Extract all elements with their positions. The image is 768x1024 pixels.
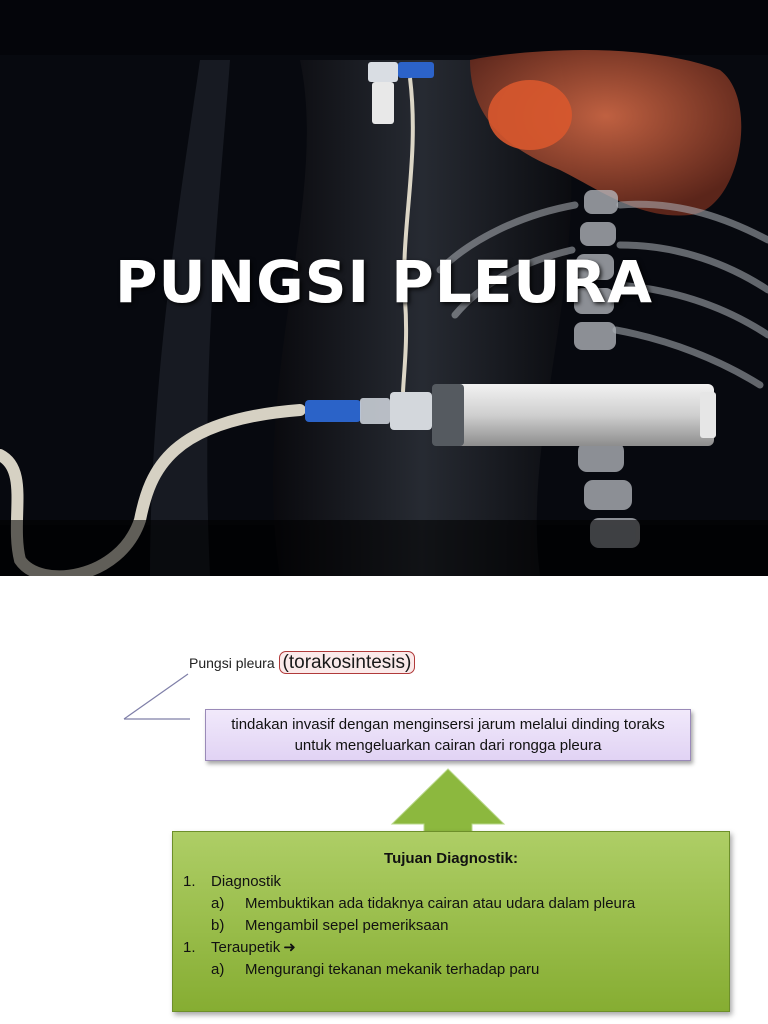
purpose-box: Tujuan Diagnostik: 1. Diagnostik a) Memb… bbox=[172, 831, 730, 1012]
sub-item-text: Membuktikan ada tidaknya cairan atau uda… bbox=[245, 895, 636, 912]
definition-box: tindakan invasif dengan menginsersi jaru… bbox=[205, 709, 691, 761]
item-number: 1. bbox=[183, 873, 196, 890]
item-label: Teraupetik bbox=[211, 939, 281, 956]
list-item: 1. Teraupetik➜ bbox=[183, 937, 719, 959]
item-number: 1. bbox=[183, 939, 196, 956]
definition-text: tindakan invasif dengan menginsersi jaru… bbox=[231, 716, 665, 754]
heading-synonym: (torakosintesis) bbox=[278, 651, 416, 674]
slide-title: PUNGSI PLEURA bbox=[114, 248, 654, 316]
medical-illustration bbox=[0, 50, 768, 576]
sub-item-letter: b) bbox=[211, 917, 225, 934]
right-arrow-icon: ➜ bbox=[283, 939, 296, 956]
list-item: 1. Diagnostik bbox=[183, 871, 719, 893]
purpose-title: Tujuan Diagnostik: bbox=[384, 850, 518, 867]
sub-list-item: a) Mengurangi tekanan mekanik terhadap p… bbox=[183, 959, 719, 981]
sub-item-text: Mengambil sepel pemeriksaan bbox=[245, 917, 449, 934]
title-slide: PUNGSI PLEURA bbox=[0, 0, 768, 576]
sub-item-letter: a) bbox=[211, 895, 225, 912]
sub-list-item: b) Mengambil sepel pemeriksaan bbox=[183, 915, 719, 937]
up-arrow-icon bbox=[390, 768, 506, 833]
sub-item-text: Mengurangi tekanan mekanik terhadap paru bbox=[245, 961, 540, 978]
heading: Pungsi pleura (torakosintesis) bbox=[189, 651, 416, 674]
item-label: Diagnostik bbox=[211, 873, 282, 890]
item-label-wrap: Teraupetik➜ bbox=[211, 937, 296, 959]
callout-line bbox=[123, 673, 189, 720]
heading-term: Pungsi pleura bbox=[189, 655, 275, 671]
content-slide: Pungsi pleura (torakosintesis) tindakan … bbox=[0, 576, 768, 1024]
sub-list-item: a) Membuktikan ada tidaknya cairan atau … bbox=[183, 893, 719, 915]
sub-item-letter: a) bbox=[211, 961, 225, 978]
